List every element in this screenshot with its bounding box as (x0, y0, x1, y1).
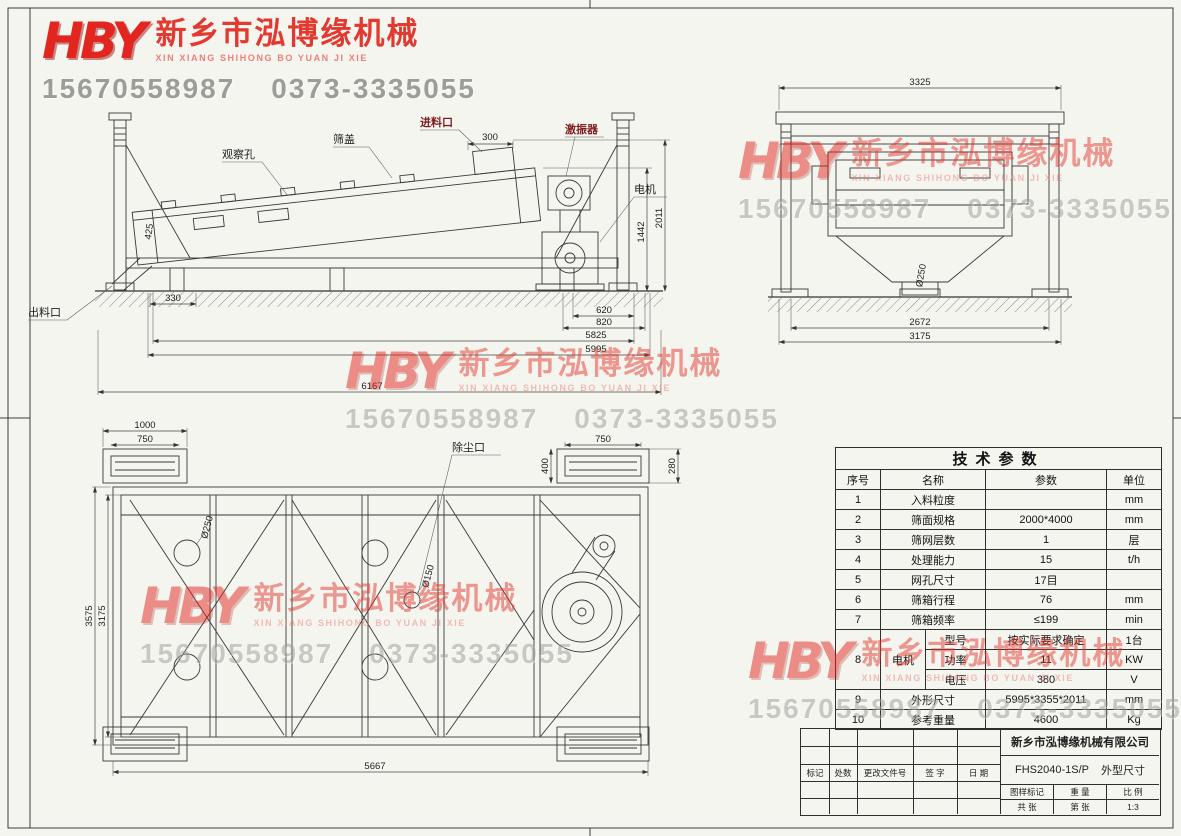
side-view-machine (105, 112, 638, 292)
label-discharge-outlet: 出料口 (28, 305, 61, 319)
dim-3325: 3325 (909, 77, 930, 88)
dim-400: 400 (540, 458, 551, 474)
header-value: 参数 (985, 469, 1107, 490)
dim-280: 280 (667, 458, 678, 474)
side-view: 观察孔 筛盖 进料口 激振器 电机 出料口 300 1442 2011 425 … (28, 112, 670, 395)
dim-300: 300 (482, 132, 498, 143)
dim-dia-250-top: Ø250 (199, 515, 216, 540)
dim-3175-end: 3175 (909, 331, 930, 342)
title-block: 标记 处数 更改文件号 签 字 日 期 新乡市泓博缘机械有限公司 FHS2040… (800, 728, 1161, 816)
tb-scale-label: 比 例 (1123, 787, 1143, 797)
params-header-row: 序号 名称 参数 单位 (835, 469, 1163, 490)
header-name: 名称 (880, 469, 986, 490)
dim-2672: 2672 (909, 317, 930, 328)
label-observation-hole: 观察孔 (222, 147, 255, 161)
param-row-motor: 8 电机 型号 按实际要求确定 1台 (835, 629, 1163, 690)
dim-3175-top: 3175 (97, 605, 108, 626)
dim-750-left: 750 (137, 434, 153, 445)
dim-425: 425 (143, 223, 156, 240)
tb-mark-label: 标记 (806, 767, 824, 778)
tb-scale-value: 1:3 (1127, 802, 1139, 812)
dim-dia-150-top: Ø150 (420, 564, 437, 589)
tb-date-label: 日 期 (968, 767, 989, 778)
label-feed-inlet: 进料口 (420, 115, 453, 129)
dim-1000: 1000 (134, 420, 155, 431)
tb-model: FHS2040-1S/P (1015, 764, 1089, 776)
label-dust-port: 除尘口 (452, 440, 485, 454)
dim-750-right: 750 (595, 434, 611, 445)
tb-weight-label: 重 量 (1070, 787, 1090, 797)
header-no: 序号 (835, 469, 881, 490)
tb-sheet-title: 外型尺寸 (1100, 765, 1145, 777)
label-vibrator: 激振器 (565, 122, 599, 136)
dim-820: 820 (596, 317, 612, 328)
dim-5667: 5667 (364, 761, 385, 772)
tb-sheets-total: 共 张 (1017, 802, 1037, 812)
param-row-motor: 功率 11 KW (836, 649, 1163, 670)
params-title: 技术参数 (834, 447, 1163, 470)
end-view-dimensions (778, 85, 1062, 345)
tb-stamp-label: 图样标记 (1009, 787, 1044, 797)
tb-sign-label: 签 字 (925, 767, 945, 778)
dim-2011: 2011 (654, 208, 665, 228)
top-view-machine (102, 448, 650, 762)
top-view: 除尘口 1000 750 750 400 280 3575 3175 5667 … (84, 420, 681, 776)
label-screen-cover: 筛盖 (333, 132, 355, 146)
dim-5995: 5995 (585, 344, 606, 355)
tb-qty-label: 处数 (834, 767, 852, 778)
end-view-machine (771, 111, 1069, 298)
label-motor: 电机 (634, 182, 656, 196)
dim-dia-250-end: Ø250 (914, 263, 929, 288)
header-unit: 单位 (1105, 469, 1163, 490)
dim-6167: 6167 (361, 381, 382, 392)
dim-1442: 1442 (636, 221, 647, 242)
dim-3575: 3575 (84, 605, 95, 626)
tb-sheet-no: 第 张 (1070, 802, 1090, 812)
side-view-extension-lines (28, 129, 670, 395)
tb-company: 新乡市泓博缘机械有限公司 (1011, 737, 1149, 749)
top-view-extension-lines (92, 428, 681, 776)
tb-file-label: 更改文件号 (863, 767, 907, 778)
top-view-dimensions (92, 428, 681, 775)
params-title-row: 技术参数 (834, 447, 1163, 470)
side-view-dimensions (97, 139, 668, 395)
param-row-motor: 电压 380 V (836, 669, 1163, 690)
end-view: 3325 Ø250 2672 3175 (768, 77, 1072, 345)
dim-330: 330 (165, 293, 181, 304)
dim-5825: 5825 (585, 330, 606, 341)
dim-620: 620 (596, 305, 612, 316)
